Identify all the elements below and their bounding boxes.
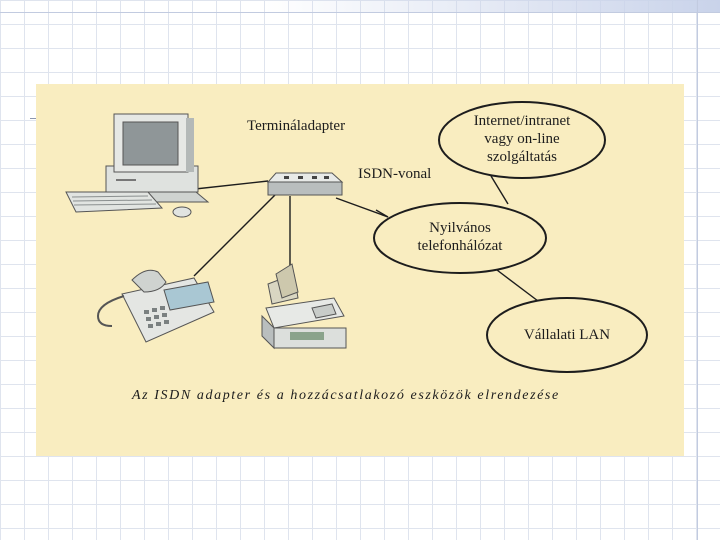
desktop-computer-icon (96, 114, 208, 202)
internet-label-line1: Internet/intranet (456, 113, 588, 130)
corporate-lan-label: Vállalati LAN (512, 327, 622, 344)
slide-right-rule (697, 0, 698, 540)
phone-link-line (194, 194, 276, 276)
telephone-fax-icon (98, 270, 214, 342)
public-network-label-line1: Nyilvános (400, 220, 520, 237)
slide-top-band (265, 0, 720, 12)
internet-label-line2: vagy on-line (456, 131, 588, 148)
terminal-adapter-label: Termináladapter (247, 118, 345, 135)
isdn-line-label: ISDN-vonal (358, 166, 431, 183)
slide-top-rule (0, 12, 720, 13)
diagram-caption: Az ISDN adapter és a hozzácsatlakozó esz… (132, 388, 602, 404)
terminal-adapter-icon (268, 173, 342, 195)
internet-link-line (491, 176, 508, 204)
public-network-label-line2: telefonhálózat (400, 238, 520, 255)
diagram-panel: Termináladapter ISDN-vonal Internet/intr… (36, 84, 684, 456)
keyboard-icon (66, 192, 162, 212)
internet-label-line3: szolgáltatás (456, 149, 588, 166)
mouse-icon (173, 207, 191, 217)
isdn-line (336, 198, 388, 217)
printer-icon (262, 264, 346, 348)
lan-link-line (493, 267, 542, 304)
